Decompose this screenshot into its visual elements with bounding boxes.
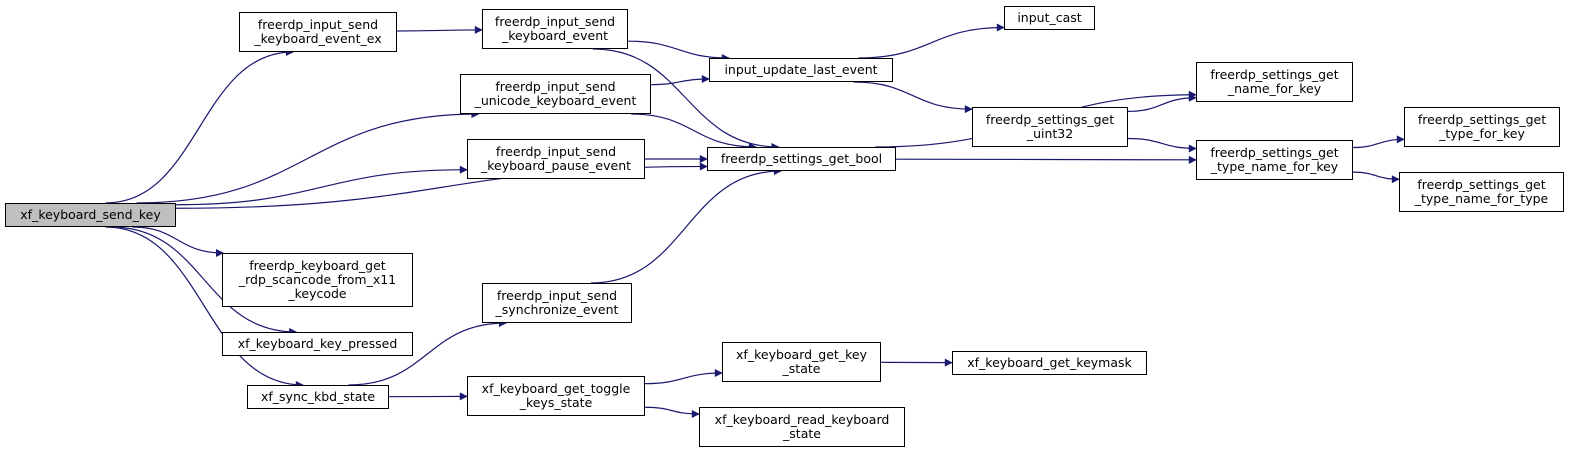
edge-input-update-last-event-to-input-cast: [858, 23, 1005, 59]
edge-freerdp-input-send-synchronize-event-to-freerdp-settings-get-bool: [590, 167, 782, 284]
node-xf-sync-kbd-state[interactable]: xf_sync_kbd_state: [247, 385, 389, 409]
node-xf-keyboard-send-key[interactable]: xf_keyboard_send_key: [5, 203, 176, 227]
node-freerdp-settings-get-type-name-for-type[interactable]: freerdp_settings_get _type_name_for_type: [1399, 172, 1564, 212]
node-freerdp-settings-get-type-name-for-key[interactable]: freerdp_settings_get _type_name_for_key: [1196, 140, 1353, 180]
edge-freerdp-input-send-keyboard-event-to-freerdp-settings-get-bool: [592, 48, 780, 151]
edge-freerdp-settings-get-type-name-for-key-to-freerdp-settings-get-type-name-for-type: [1352, 171, 1400, 184]
node-input-update-last-event[interactable]: input_update_last_event: [709, 58, 893, 82]
edge-xf-keyboard-send-key-to-xf-keyboard-key-pressed: [111, 226, 298, 336]
node-xf-keyboard-get-toggle-keys-state[interactable]: xf_keyboard_get_toggle _keys_state: [467, 376, 645, 416]
node-freerdp-input-send-synchronize-event[interactable]: freerdp_input_send _synchronize_event: [482, 283, 632, 323]
node-freerdp-input-send-unicode-keyboard-event[interactable]: freerdp_input_send _unicode_keyboard_eve…: [460, 74, 651, 114]
edge-freerdp-input-send-unicode-keyboard-event-to-input-update-last-event: [650, 74, 710, 86]
edge-freerdp-input-send-keyboard-event-ex-to-freerdp-input-send-keyboard-event: [396, 25, 483, 34]
node-freerdp-input-send-keyboard-event-ex[interactable]: freerdp_input_send _keyboard_event_ex: [239, 12, 397, 52]
node-freerdp-settings-get-bool[interactable]: freerdp_settings_get_bool: [707, 147, 896, 171]
edge-freerdp-settings-get-uint32-to-freerdp-settings-get-name-for-key: [1127, 93, 1197, 112]
edge-xf-keyboard-send-key-to-xf-sync-kbd-state: [105, 226, 304, 389]
edge-freerdp-input-send-keyboard-event-to-input-update-last-event: [627, 40, 730, 62]
edge-xf-keyboard-send-key-to-freerdp-keyboard-get-rdp-scancode-from-x11-keycode: [132, 226, 225, 257]
edge-xf-keyboard-send-key-to-freerdp-input-send-keyboard-event-ex: [105, 48, 294, 204]
edge-xf-keyboard-send-key-to-freerdp-input-send-keyboard-pause-event: [175, 165, 468, 206]
node-freerdp-input-send-keyboard-event[interactable]: freerdp_input_send _keyboard_event: [482, 9, 628, 49]
edge-xf-sync-kbd-state-to-freerdp-input-send-synchronize-event: [348, 319, 507, 386]
node-freerdp-settings-get-name-for-key[interactable]: freerdp_settings_get _name_for_key: [1196, 62, 1353, 102]
edge-xf-keyboard-send-key-to-freerdp-input-send-unicode-keyboard-event: [136, 110, 480, 204]
edge-freerdp-settings-get-type-name-for-key-to-freerdp-settings-get-type-for-key: [1352, 135, 1405, 149]
node-freerdp-settings-get-uint32[interactable]: freerdp_settings_get _uint32: [972, 107, 1128, 147]
node-xf-keyboard-get-key-state[interactable]: xf_keyboard_get_key _state: [722, 342, 881, 382]
node-xf-keyboard-key-pressed[interactable]: xf_keyboard_key_pressed: [222, 332, 413, 356]
edge-freerdp-input-send-unicode-keyboard-event-to-freerdp-settings-get-bool: [631, 113, 757, 151]
node-freerdp-input-send-keyboard-pause-event[interactable]: freerdp_input_send _keyboard_pause_event: [467, 139, 645, 179]
edge-input-update-last-event-to-freerdp-settings-get-uint32: [853, 81, 973, 114]
edge-xf-keyboard-get-toggle-keys-state-to-xf-keyboard-get-key-state: [644, 369, 723, 385]
edge-xf-keyboard-get-toggle-keys-state-to-xf-keyboard-read-keyboard-state: [644, 406, 700, 419]
node-freerdp-settings-get-type-for-key[interactable]: freerdp_settings_get _type_for_key: [1404, 107, 1560, 147]
node-freerdp-keyboard-get-rdp-scancode-from-x11-keycode[interactable]: freerdp_keyboard_get _rdp_scancode_from_…: [222, 253, 413, 307]
node-input-cast[interactable]: input_cast: [1004, 6, 1095, 30]
edge-freerdp-settings-get-uint32-to-freerdp-settings-get-type-name-for-key: [1127, 137, 1197, 153]
node-xf-keyboard-get-keymask[interactable]: xf_keyboard_get_keymask: [952, 351, 1147, 375]
node-xf-keyboard-read-keyboard-state[interactable]: xf_keyboard_read_keyboard _state: [699, 407, 905, 447]
edge-freerdp-settings-get-bool-to-freerdp-settings-get-type-name-for-key: [895, 155, 1197, 164]
